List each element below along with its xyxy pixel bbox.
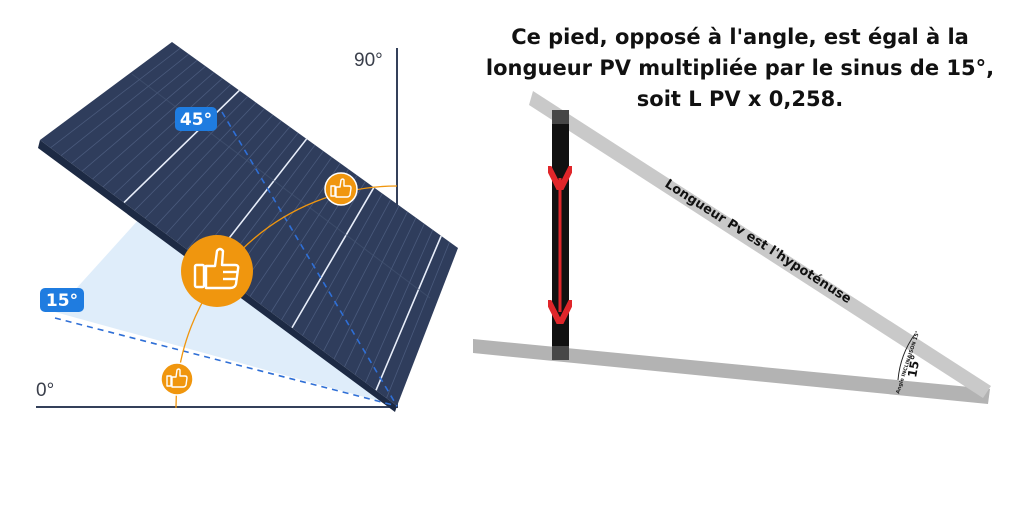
panel-cell-line [186,126,291,250]
hypotenuse-label: Longueur Pv est l'hypoténuse [662,177,854,307]
ground-rail [473,339,990,404]
panel-cell-line [113,84,232,196]
caption-line-1: Ce pied, opposé à l'angle, est égal à la [511,25,969,49]
panel-section-divider [123,89,240,204]
badge-15-degrees: 15° [40,288,84,312]
badge-45-degrees: 45° [175,107,217,131]
label-0-degrees: 0° [36,380,54,401]
panel-cell-line [323,205,400,352]
panel-cell-line [354,223,425,375]
line-15-degrees [54,317,398,407]
tilt-range-wedge [55,218,397,406]
caption-line-3: soit L PV x 0,258. [636,87,844,111]
panel-cell-line [165,114,274,235]
panel-cell-line [92,71,215,180]
inclined-rail [529,91,991,398]
panel-cell-line [134,96,248,211]
panel-section-divider [375,235,442,391]
panel-cell-line [365,229,434,383]
panel-cell-line [155,108,265,227]
panel-cell-line [81,65,206,172]
panel-cell-line [176,120,282,242]
thumbs-up-icon-large [181,235,253,307]
panel-cell-line [386,241,450,399]
panel-cell-line [144,102,257,219]
label-90-degrees: 90° [354,50,383,71]
label-15-degrees: 15° [46,291,78,311]
panel-cell-line [344,217,417,368]
caption-line-2: longueur PV multipliée par le sinus de 1… [485,56,995,80]
panel-cell-line [239,156,333,289]
panel-cell-line [302,193,383,336]
panel-cell-line [333,211,408,360]
line-45-degrees [221,111,398,407]
panel-cell-line [281,181,366,321]
thumbs-up-icon-small [160,362,194,396]
panel-cell-line [102,78,223,188]
panel-section-divider [291,187,375,329]
right-diagram: Longueur Pv est l'hypoténuse 15° Angle I… [473,91,991,404]
panel-cell-line [312,199,392,344]
thumbs-up-icon-medium [324,172,358,206]
angle-arc-15 [897,333,916,381]
explanation-caption: Ce pied, opposé à l'angle, est égal à la… [470,22,1010,115]
panel-cell-line [60,53,190,156]
panel-cell-line [50,47,181,149]
label-45-degrees: 45° [180,110,212,130]
angle-value-label: 15° [905,354,923,379]
left-diagram: 45° 15° 90° 0° [36,42,458,412]
panel-cell-line [71,59,198,164]
